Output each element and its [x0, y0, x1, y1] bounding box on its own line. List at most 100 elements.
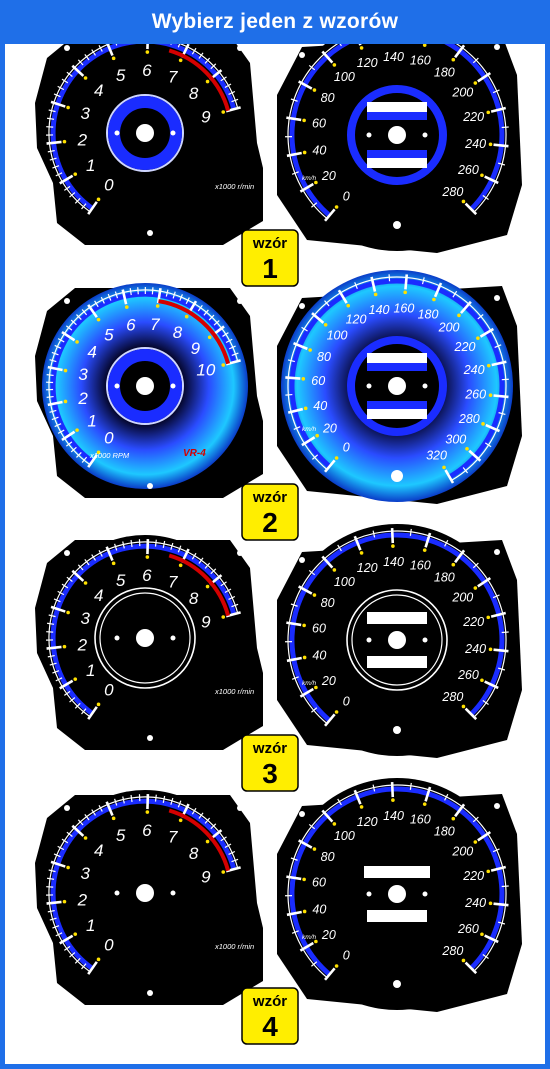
- tach-number: 1: [86, 156, 95, 175]
- major-tick: [59, 679, 74, 690]
- pin: [366, 891, 372, 897]
- badge-word: wzór: [252, 740, 287, 757]
- minor-tick: [501, 126, 509, 129]
- minor-tick: [98, 45, 103, 52]
- minor-tick: [501, 885, 509, 888]
- scale-dot: [66, 610, 70, 615]
- scale-dot: [334, 205, 339, 209]
- scale-dot: [221, 110, 226, 114]
- scale-dot: [315, 433, 319, 438]
- tach-number: 8: [189, 589, 199, 608]
- major-tick: [61, 330, 76, 342]
- minor-tick: [220, 76, 227, 82]
- major-tick: [493, 143, 509, 148]
- minor-tick: [291, 930, 299, 934]
- scale-dot: [486, 615, 491, 620]
- pin: [366, 383, 372, 389]
- minor-tick: [498, 162, 506, 166]
- needle-hub: [136, 884, 154, 902]
- tach-number: 6: [142, 821, 152, 840]
- minor-tick: [162, 540, 166, 548]
- scale-dot: [66, 865, 70, 870]
- major-tick: [105, 41, 114, 57]
- speed-number: 280: [458, 412, 480, 426]
- minor-tick: [47, 877, 55, 880]
- speed-number: 160: [410, 559, 431, 573]
- redline-arc: [158, 299, 231, 365]
- minor-tick: [228, 90, 236, 95]
- major-tick: [285, 376, 301, 380]
- pin: [114, 130, 120, 136]
- scale-dot: [422, 802, 427, 806]
- speed-number: 0: [343, 441, 350, 455]
- minor-tick: [61, 838, 69, 844]
- major-tick: [286, 116, 302, 122]
- tach-number: 5: [116, 826, 126, 845]
- tach-number: 5: [116, 66, 126, 85]
- major-tick: [390, 782, 395, 798]
- minor-tick: [177, 800, 182, 808]
- minor-tick: [498, 412, 506, 415]
- speed-number: 280: [441, 185, 463, 199]
- major-tick: [493, 902, 509, 907]
- speed-number: 20: [321, 674, 336, 688]
- scale-dot: [75, 428, 79, 432]
- scale-dot: [314, 939, 318, 944]
- minor-tick: [177, 545, 182, 553]
- tach-number: 4: [94, 586, 103, 605]
- tach-unit: x1000 r/min: [214, 182, 254, 191]
- major-tick: [46, 900, 62, 905]
- badge-word: wzór: [252, 235, 287, 252]
- scale-dot: [83, 836, 88, 840]
- scale-dot: [221, 615, 226, 619]
- scale-dot: [480, 932, 484, 937]
- badge-box: [241, 229, 299, 287]
- minor-tick: [224, 588, 232, 593]
- tach-number: 9: [201, 868, 211, 887]
- major-tick: [293, 341, 308, 351]
- speed-number: 280: [441, 944, 463, 958]
- major-tick: [59, 174, 74, 185]
- mount-hole: [237, 550, 243, 556]
- major-tick: [321, 809, 334, 823]
- minor-tick: [51, 351, 59, 356]
- minor-tick: [231, 603, 239, 608]
- major-tick: [490, 865, 507, 872]
- speed-number: 120: [346, 312, 367, 326]
- minor-tick: [151, 287, 154, 295]
- minor-tick: [203, 309, 209, 316]
- major-tick: [424, 786, 432, 802]
- pin: [366, 637, 372, 643]
- minor-tick: [84, 54, 90, 61]
- major-tick: [71, 824, 85, 837]
- major-tick: [324, 208, 336, 222]
- tach-number: 1: [87, 411, 96, 430]
- minor-tick: [54, 423, 62, 428]
- minor-tick: [53, 853, 61, 858]
- minor-tick: [301, 326, 308, 332]
- major-tick: [477, 830, 492, 842]
- tach-number: 3: [78, 365, 88, 384]
- scale-dot: [332, 822, 337, 826]
- minor-tick: [154, 794, 157, 802]
- scale-dot: [302, 655, 307, 660]
- speed-number: 120: [357, 561, 378, 575]
- minor-tick: [228, 595, 236, 600]
- minor-tick: [74, 197, 81, 204]
- minor-tick: [231, 352, 239, 357]
- minor-tick: [185, 297, 190, 305]
- tach-number: 3: [80, 864, 90, 883]
- badge-number: 1: [262, 253, 278, 284]
- major-tick: [485, 423, 501, 433]
- speed-number: 100: [334, 70, 355, 84]
- minor-tick: [311, 454, 319, 460]
- window-top-white: [367, 353, 427, 363]
- minor-tick: [222, 332, 229, 337]
- minor-tick: [70, 319, 77, 326]
- pin: [366, 132, 372, 138]
- scale-arc: [48, 541, 239, 718]
